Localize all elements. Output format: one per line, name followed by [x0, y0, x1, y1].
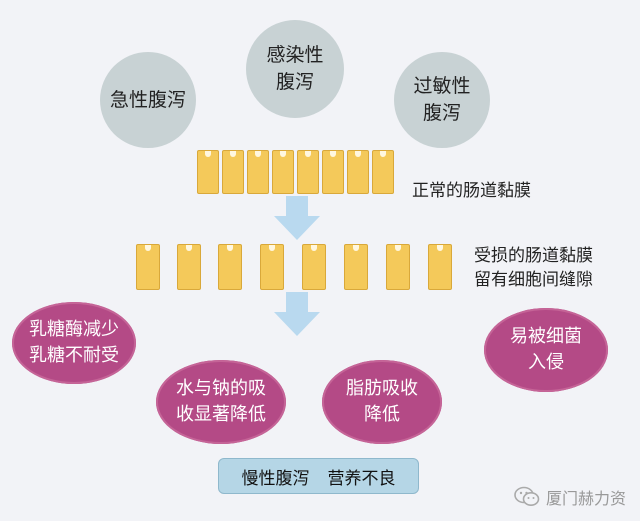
effect-label-line: 脂肪吸收: [346, 378, 418, 399]
wechat-icon: [514, 486, 540, 506]
effect-label-line: 收显著降低: [176, 404, 266, 425]
damaged-label-line: 留有细胞间缝隙: [474, 270, 593, 290]
cause-label-line: 急性腹泻: [109, 88, 186, 111]
effect-label-line: 入侵: [528, 352, 564, 373]
intestinal-cell: [302, 244, 326, 290]
effect-lactase-reduction: 乳糖酶减少 乳糖不耐受: [12, 302, 136, 384]
outcome-malnutrition: 营养不良: [327, 468, 396, 489]
watermark: 厦门赫力资: [514, 485, 626, 509]
intestinal-cell: [297, 150, 319, 194]
intestinal-cell: [218, 244, 242, 290]
cause-label-line: 腹泻: [275, 71, 314, 93]
intestinal-cell: [344, 244, 368, 290]
normal-mucosa-label: 正常的肠道黏膜: [412, 181, 531, 201]
cause-label-line: 感染性: [266, 44, 324, 66]
effect-label-line: 降低: [364, 404, 400, 425]
effect-water-sodium-absorption: 水与钠的吸 收显著降低: [156, 360, 286, 444]
intestinal-cell: [222, 150, 244, 194]
intestinal-cell: [136, 244, 160, 290]
watermark-text: 厦门赫力资: [545, 489, 626, 508]
cause-infectious-diarrhea: 感染性 腹泻: [246, 20, 344, 118]
damaged-mucosa-label: 受损的肠道黏膜 留有细胞间缝隙: [474, 244, 593, 292]
intestinal-cell: [347, 150, 369, 194]
effect-label-line: 易被细菌: [510, 326, 582, 347]
intestinal-cell: [247, 150, 269, 194]
outcome-box: 慢性腹泻 营养不良: [218, 458, 419, 494]
intestinal-cell: [177, 244, 201, 290]
effect-label-line: 乳糖酶减少: [29, 319, 119, 340]
down-arrow-icon: [274, 196, 320, 240]
intestinal-cell: [260, 244, 284, 290]
intestinal-cell: [386, 244, 410, 290]
effect-label-line: 乳糖不耐受: [29, 345, 119, 366]
cause-acute-diarrhea: 急性腹泻: [100, 52, 196, 148]
cause-allergic-diarrhea: 过敏性 腹泻: [394, 52, 490, 148]
effect-fat-absorption: 脂肪吸收 降低: [322, 360, 442, 444]
effect-label-line: 水与钠的吸: [176, 378, 266, 399]
outcome-chronic-diarrhea: 慢性腹泻: [241, 468, 310, 489]
down-arrow-icon: [274, 292, 320, 336]
intestinal-cell: [272, 150, 294, 194]
intestinal-cell: [322, 150, 344, 194]
damaged-label-line: 受损的肠道黏膜: [474, 246, 593, 266]
intestinal-cell: [197, 150, 219, 194]
intestinal-cell: [428, 244, 452, 290]
effect-bacterial-invasion: 易被细菌 入侵: [484, 308, 608, 392]
cause-label-line: 腹泻: [422, 102, 461, 124]
intestinal-cell: [372, 150, 394, 194]
cause-label-line: 过敏性: [413, 75, 471, 97]
